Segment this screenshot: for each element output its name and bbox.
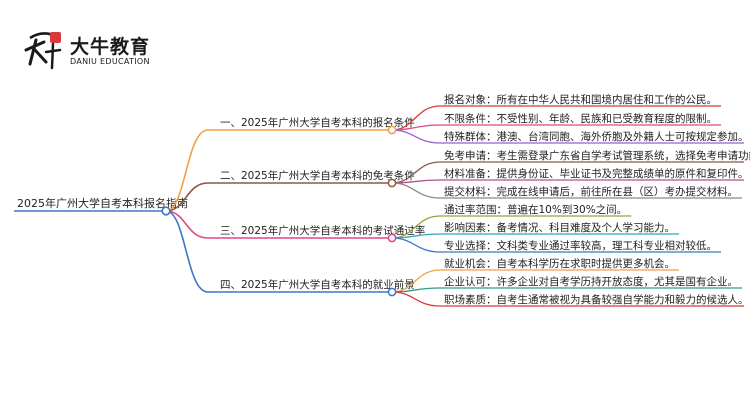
leaf-label: 影响因素：备考情况、科目难度及个人学习能力。 xyxy=(444,221,675,234)
leaf-label: 就业机会：自考本科学历在求职时提供更多机会。 xyxy=(444,257,675,270)
branch-label: 一、2025年广州大学自考本科的报名条件 xyxy=(220,116,415,129)
branch-connector xyxy=(165,182,209,212)
leaf-connector xyxy=(391,182,441,199)
daniu-logo-icon xyxy=(24,32,62,70)
branch-node xyxy=(387,233,397,243)
leaf-label: 不限条件：不受性别、年龄、民族和已受教育程度的限制。 xyxy=(444,112,717,125)
branch-node xyxy=(387,178,397,188)
branch-node xyxy=(387,287,397,297)
leaf-label: 企业认可：许多企业对自考学历持开放态度，尤其是国有企业。 xyxy=(444,275,738,288)
branch-node xyxy=(387,125,397,135)
brand-logo: 大牛教育 DANIU EDUCATION xyxy=(22,28,172,72)
leaf-connector xyxy=(391,237,441,253)
leaf-connector xyxy=(391,129,441,144)
branch-label: 三、2025年广州大学自考本科的考试通过率 xyxy=(220,224,425,237)
brand-name: 大牛教育 xyxy=(70,36,151,58)
leaf-label: 报名对象：所有在中华人民共和国境内居住和工作的公民。 xyxy=(444,93,717,106)
leaf-label: 通过率范围：普遍在10%到30%之间。 xyxy=(444,203,627,216)
leaf-label: 专业选择：文科类专业通过率较高，理工科专业相对较低。 xyxy=(444,239,717,252)
leaf-label: 材料准备：提供身份证、毕业证书及完整成绩单的原件和复印件。 xyxy=(444,167,749,180)
root-node xyxy=(161,206,171,216)
branch-label: 二、2025年广州大学自考本科的免考条件 xyxy=(220,169,415,182)
root-label: 2025年广州大学自考本科报名指南 xyxy=(17,196,188,210)
leaf-label: 提交材料：完成在线申请后，前往所在县（区）考办提交材料。 xyxy=(444,185,738,198)
branch-label: 四、2025年广州大学自考本科的就业前景 xyxy=(220,278,415,291)
leaf-label: 职场素质：自考生通常被视为具备较强自学能力和毅力的候选人。 xyxy=(444,293,749,306)
branch-connector xyxy=(165,210,209,293)
leaf-label: 免考申请：考生需登录广东省自学考试管理系统，选择免考申请功能。 xyxy=(444,149,750,162)
leaf-connector xyxy=(391,291,441,307)
branch-connector xyxy=(165,210,209,239)
brand-name-en: DANIU EDUCATION xyxy=(70,57,150,66)
leaf-label: 特殊群体：港澳、台湾同胞、海外侨胞及外籍人士可按规定参加。 xyxy=(444,130,749,143)
branch-connector xyxy=(165,129,209,212)
